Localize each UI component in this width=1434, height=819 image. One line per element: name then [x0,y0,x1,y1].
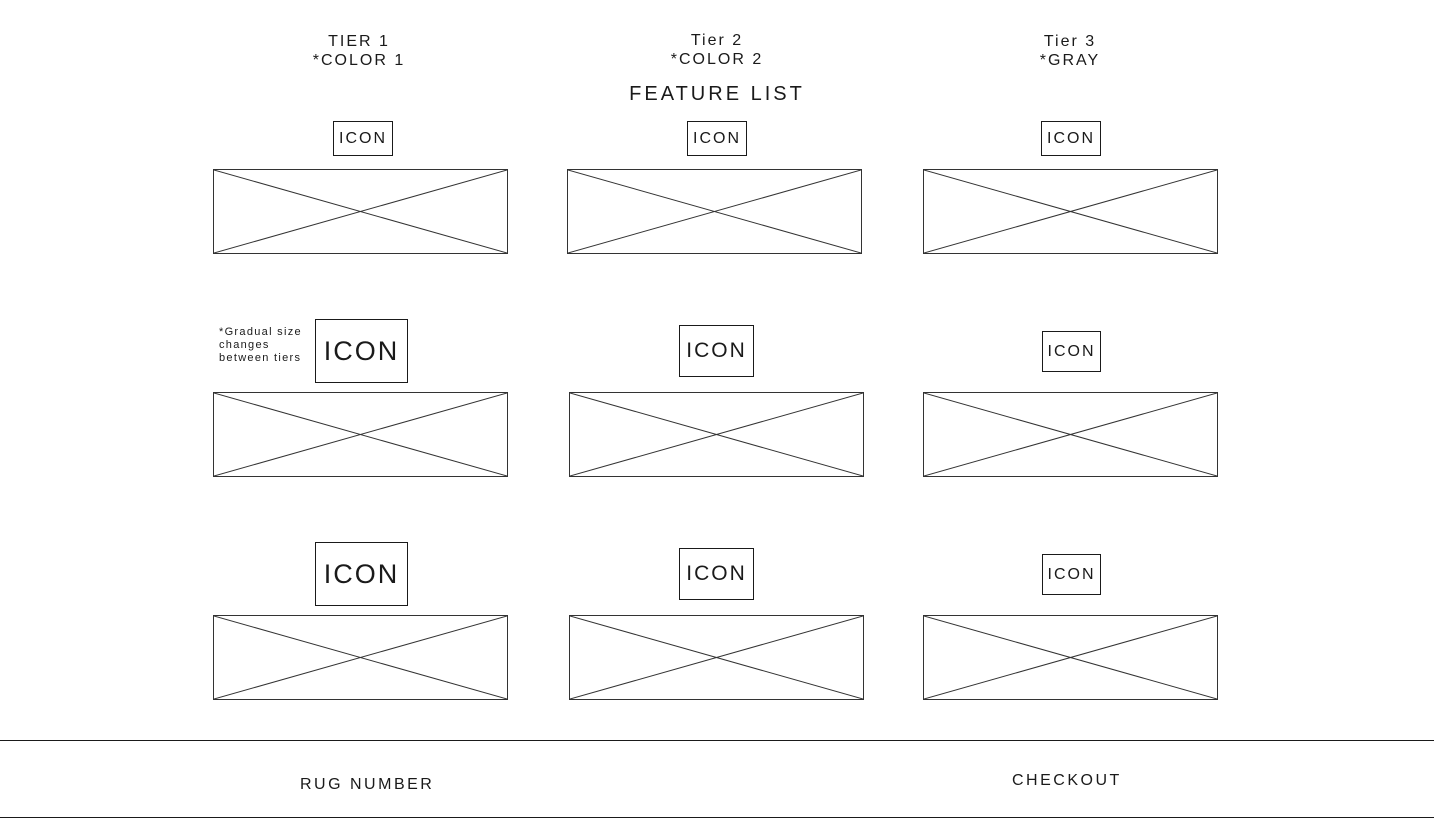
tier-1-feature-1-icon: ICON [333,121,393,156]
tier-2-feature-1-icon: ICON [687,121,747,156]
tier-3-title: Tier 3 [1043,33,1097,50]
size-note-line-1: *Gradual size [219,326,302,338]
image-placeholder-icon [923,169,1218,254]
tier-3-feature-3-icon: ICON [1042,554,1101,595]
icon-label: ICON [339,129,387,147]
tier-3-header: Tier 3 *GRAY [970,32,1170,70]
icon-label: ICON [323,335,400,366]
checkout-button[interactable]: CHECKOUT [1012,772,1122,789]
image-placeholder-icon [569,615,864,700]
image-placeholder-icon [213,615,508,700]
image-placeholder-icon [213,169,508,254]
image-placeholder-icon [923,615,1218,700]
size-note-line-2: changes [219,339,270,351]
tier-1-header: TIER 1 *COLOR 1 [259,32,459,70]
rug-number-label: RUG NUMBER [300,776,435,793]
tier-1-title: TIER 1 [328,33,390,50]
image-placeholder-icon [569,392,864,477]
icon-label: ICON [686,562,747,585]
footer-top-divider [0,740,1434,741]
tier-1-feature-3-icon: ICON [315,542,408,606]
icon-label: ICON [686,339,747,362]
image-placeholder-icon [213,392,508,477]
tier-2-title: Tier 2 [690,32,744,49]
size-note-line-3: between tiers [219,352,302,364]
footer-bottom-divider [0,817,1434,818]
tier-2-feature-2-icon: ICON [679,325,754,377]
image-placeholder-icon [567,169,862,254]
size-change-note: *Gradual size changes between tiers [219,326,319,365]
icon-label: ICON [1047,342,1096,360]
feature-list-title: FEATURE LIST [629,83,805,105]
tier-2-subtitle: *COLOR 2 [670,51,764,68]
tier-1-feature-2-icon: ICON [315,319,408,383]
icon-label: ICON [323,558,400,589]
image-placeholder-icon [923,392,1218,477]
tier-3-feature-2-icon: ICON [1042,331,1101,372]
tier-1-subtitle: *COLOR 1 [312,52,406,69]
icon-label: ICON [1047,129,1095,147]
tier-3-subtitle: *GRAY [1039,52,1101,69]
tier-2-header: Tier 2 *COLOR 2 [617,31,817,69]
tier-2-feature-3-icon: ICON [679,548,754,600]
icon-label: ICON [693,129,741,147]
icon-label: ICON [1047,565,1096,583]
tier-3-feature-1-icon: ICON [1041,121,1101,156]
